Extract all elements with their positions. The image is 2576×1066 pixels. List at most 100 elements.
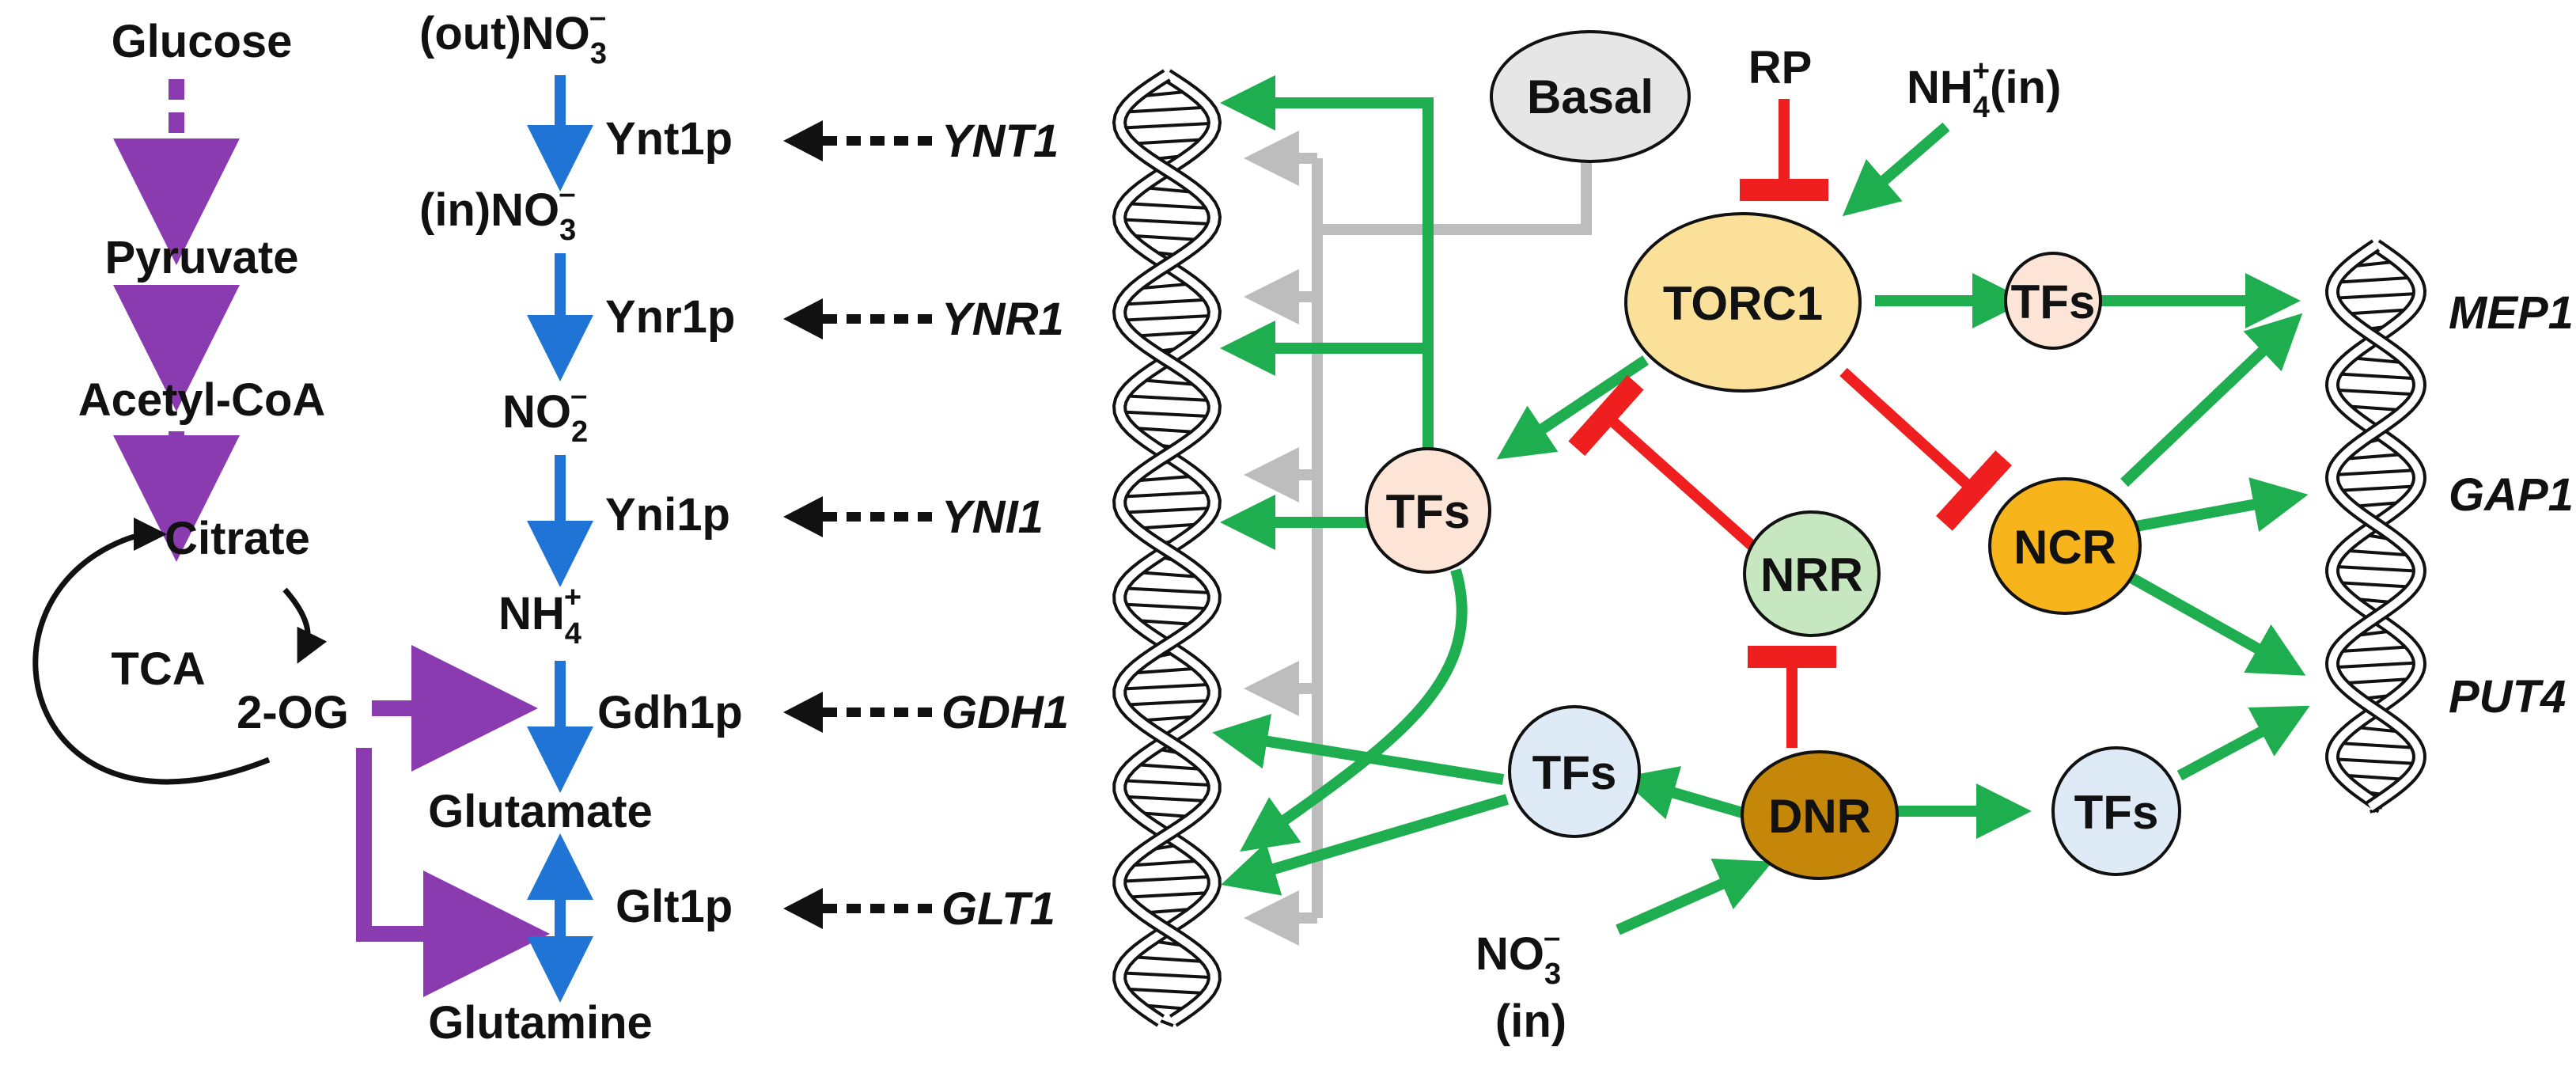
no3-in-to-dnr-arrow [1616,858,1773,935]
no3-in-signal-label: NO3– [1476,921,1561,991]
yni1-expression-arrow [783,496,823,537]
dna-base-pair [1132,762,1202,771]
dna-base-pair [2332,291,2420,300]
dna-base-pair [1120,698,1214,707]
dna-base-pair [1123,298,1210,306]
gene-expression-arrows [783,120,934,929]
dna-base-pair [2345,452,2407,461]
ncr-label: NCR [2013,521,2116,574]
tca-cycle-loop [282,587,328,664]
gdh1p-label: Gdh1p [597,687,743,738]
dna-base-pair [1121,586,1213,595]
ncr-to-put4-arrow [2121,568,2306,676]
dna-base-pair [2336,741,2415,749]
torc1-inhibits-ncr [1839,367,2013,531]
dna-base-pair [1134,666,1200,675]
tfs-bottom-left-to-gdh1-arrow [1212,714,1505,785]
put4-gene-label: PUT4 [2449,671,2566,723]
no2-label: NO2– [502,379,588,449]
dna-base-pair [1135,570,1199,579]
basal-arrows [1244,131,1317,946]
dna-base-pair [1125,105,1209,114]
ynr1p-label: Ynr1p [605,291,735,343]
ynr1-gene-label: YNR1 [941,294,1064,345]
dna-helix-left [1112,69,1222,1027]
nrr-inhibits-tfs-left [1568,374,1756,551]
basal-connector [1317,158,1592,235]
dna-base-pair [2332,757,2419,766]
ynt1-expression-arrow [783,120,823,161]
dna-base-pair [1124,202,1210,211]
glt1-gene-label: GLT1 [941,883,1055,935]
glutamate-label: Glutamate [428,786,653,837]
ynt1p-label: Ynt1p [605,113,733,165]
no3-in-label: (in)NO3– [419,177,576,247]
glt1-expression-arrow [783,888,823,929]
dna-base-pair [2332,564,2419,573]
tfs-bottom-right-to-put4-arrow [2176,705,2310,781]
acetyl-coa-label: Acetyl-CoA [78,374,326,426]
tfs-left-to-glt1-curve [1240,568,1468,852]
ncr-to-mep1-arrow [2120,313,2303,487]
torc1-node [1624,212,1862,393]
2og-to-glt1p-arrow [356,748,550,997]
nh4-in-signal-label: NH4+(in) [1907,55,2061,124]
tfs-bottom-right-label: TFs [2074,786,2159,839]
tfs-bottom-left-to-glt1-arrow [1221,794,1510,896]
nh4-in-to-torc1-arrow [1842,122,1950,217]
dna-base-pair [1119,874,1214,883]
dna-base-pair [1123,394,1211,403]
tfs-bottom-left-label: TFs [1532,746,1617,799]
rp-label: RP [1748,42,1813,93]
dna-base-pair [2337,275,2415,284]
tca-cycle-return [32,518,271,785]
dna-base-pair [2332,388,2419,396]
tfs-bottom-right-node [2051,746,2181,876]
dna-strand [2328,241,2423,811]
dna-base-pair [2334,484,2418,493]
nh4-label: NH4+ [498,581,581,651]
glucose-label: Glucose [112,16,293,67]
ynr1-expression-arrow [783,298,823,340]
ncr-to-gap1-arrow [2135,477,2309,533]
dna-base-pair [1122,490,1212,499]
no3-out-label: (out)NO3– [419,1,607,70]
dna-base-pair [1160,1019,1174,1027]
dna-base-pair [1119,971,1214,980]
dna-base-pair [1131,859,1203,867]
dna-base-pair [1121,795,1213,803]
basal-label: Basal [1527,70,1654,123]
gap1-gene-label: GAP1 [2449,469,2574,521]
yni1p-label: Yni1p [605,489,730,541]
no3-in-signal-suffix: (in) [1495,996,1566,1047]
dna-helix-right [2324,239,2427,814]
dna-base-pair [1121,682,1213,691]
dna-base-pair [1119,121,1215,130]
dna-base-pair [2333,469,2419,476]
glutamine-label: Glutamine [428,997,653,1049]
dnr-label: DNR [1768,790,1871,843]
dna-base-pair [1120,779,1214,787]
dna-base-pair [1123,987,1211,996]
tfs-left-label: TFs [1386,485,1471,538]
dnr-node [1741,750,1899,880]
ynt1-gene-label: YNT1 [941,116,1059,167]
nrr-node [1743,510,1881,637]
torc1-label: TORC1 [1663,277,1823,330]
gdh1-gene-label: GDH1 [941,687,1069,738]
dna-base-pair [2342,548,2410,557]
2og-label: 2-OG [237,687,349,738]
glt1p-label: Glt1p [616,881,733,932]
nrr-label: NRR [1760,548,1863,601]
tca-label: TCA [111,643,205,695]
dna-base-pair [2335,581,2416,589]
gdh1-expression-arrow [783,692,823,733]
dna-strand [1115,71,1219,1025]
ncr-node [1988,477,2142,615]
mep1-gene-label: MEP1 [2449,287,2574,339]
dna-base-pair [1119,218,1214,226]
dna-base-pair [1119,410,1214,419]
dna-base-pair [2339,645,2413,654]
basal-node [1490,30,1691,163]
